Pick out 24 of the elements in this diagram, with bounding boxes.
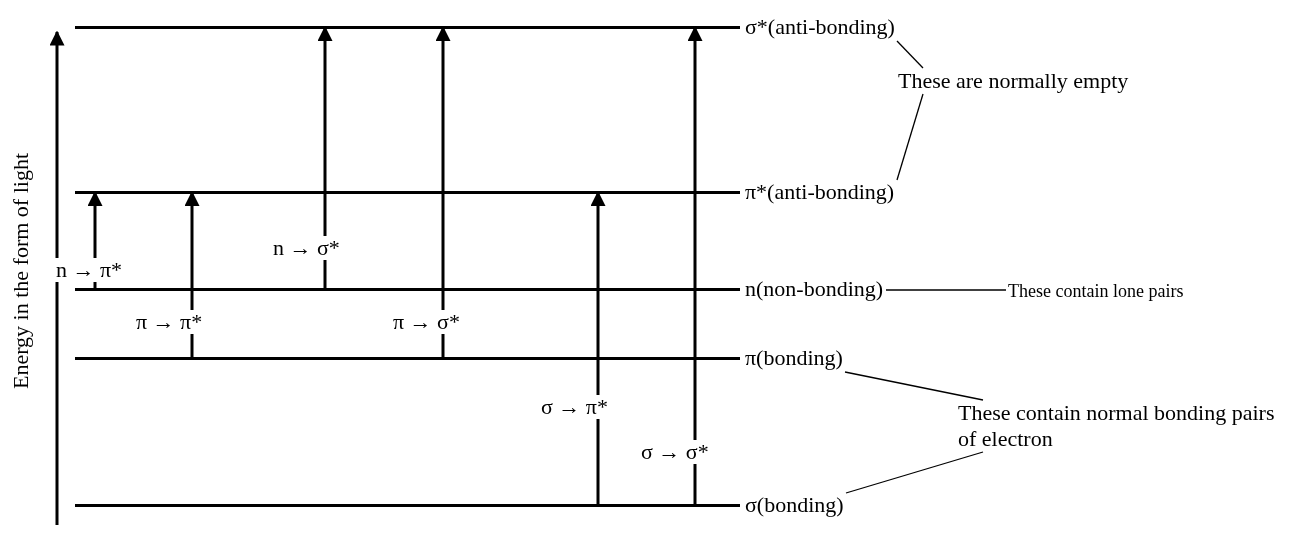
edge-label: σ → σ* — [640, 440, 710, 464]
leader-line — [845, 451, 984, 494]
edge-label: π → π* — [135, 310, 204, 334]
transition-arrow — [590, 191, 606, 506]
leader-line — [885, 289, 1007, 291]
level-label: π(bonding) — [745, 346, 843, 370]
level-label: σ*(anti-bonding) — [745, 15, 895, 39]
transition-arrow — [317, 26, 333, 290]
level-label: σ(bonding) — [745, 493, 844, 517]
edge-label: σ → π* — [540, 395, 609, 419]
level-label: n(non-bonding) — [745, 277, 884, 301]
edge-label: n → π* — [55, 258, 124, 282]
level-label: π*(anti-bonding) — [745, 180, 895, 204]
note-text: These contain lone pairs — [1008, 278, 1313, 304]
leader-line — [844, 371, 984, 401]
leader-line — [896, 93, 924, 181]
transition-arrow — [435, 26, 451, 359]
note-text: These contain normal bonding pairs of electron — [958, 400, 1298, 452]
axis-label: Energy in the form of light — [8, 151, 34, 392]
transition-arrow — [687, 26, 703, 506]
leader-line — [896, 40, 924, 69]
edge-label: π → σ* — [392, 310, 461, 334]
note-text: These are normally empty — [898, 68, 1188, 94]
edge-label: n → σ* — [272, 236, 341, 260]
